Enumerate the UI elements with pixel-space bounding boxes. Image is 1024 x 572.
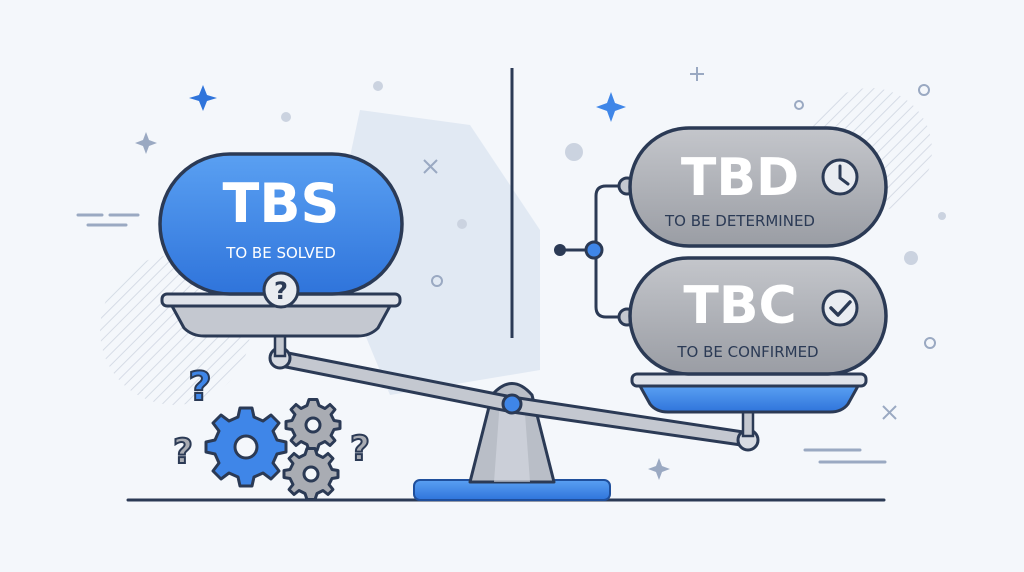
check-icon [821, 289, 859, 327]
question-mark-icon: ? [349, 428, 371, 470]
plus-spark-icon [423, 67, 897, 420]
gear-icon [282, 447, 340, 501]
tbc-abbr: TBC [683, 276, 796, 336]
svg-text:?: ? [188, 364, 211, 410]
question-mark-icon: ? [172, 431, 194, 473]
question-mark-icon: ? [262, 271, 300, 309]
sparkle-icon [648, 458, 670, 480]
beam-pivot [501, 393, 523, 415]
svg-text:?: ? [350, 429, 370, 469]
decor-dashes [76, 213, 887, 464]
tbs-full: TO BE SOLVED [225, 244, 336, 262]
tbc-full: TO BE CONFIRMED [676, 343, 818, 361]
tbc-pill: TBC TO BE CONFIRMED [628, 256, 888, 376]
gear-icon [204, 406, 288, 488]
tbd-abbr: TBD [681, 148, 799, 208]
decor-rings [431, 84, 936, 349]
connector-node-blue [584, 240, 604, 260]
tbd-full: TO BE DETERMINED [664, 212, 815, 230]
decor-dots [281, 81, 946, 265]
connector-dot-root [554, 244, 566, 256]
gear-icon [284, 398, 342, 452]
question-mark-icon: ? [187, 363, 212, 411]
clock-icon [821, 158, 859, 196]
sparkle-icon [189, 85, 217, 111]
sparkle-icon [596, 92, 626, 122]
tbs-pill: TBS TO BE SOLVED [158, 152, 404, 296]
tbs-abbr: TBS [223, 172, 340, 235]
svg-text:?: ? [173, 432, 193, 472]
svg-text:?: ? [274, 277, 288, 305]
right-tray [630, 372, 868, 414]
sparkle-icon [135, 132, 157, 154]
scale-beam [268, 328, 760, 452]
tbd-pill: TBD TO BE DETERMINED [628, 126, 888, 248]
